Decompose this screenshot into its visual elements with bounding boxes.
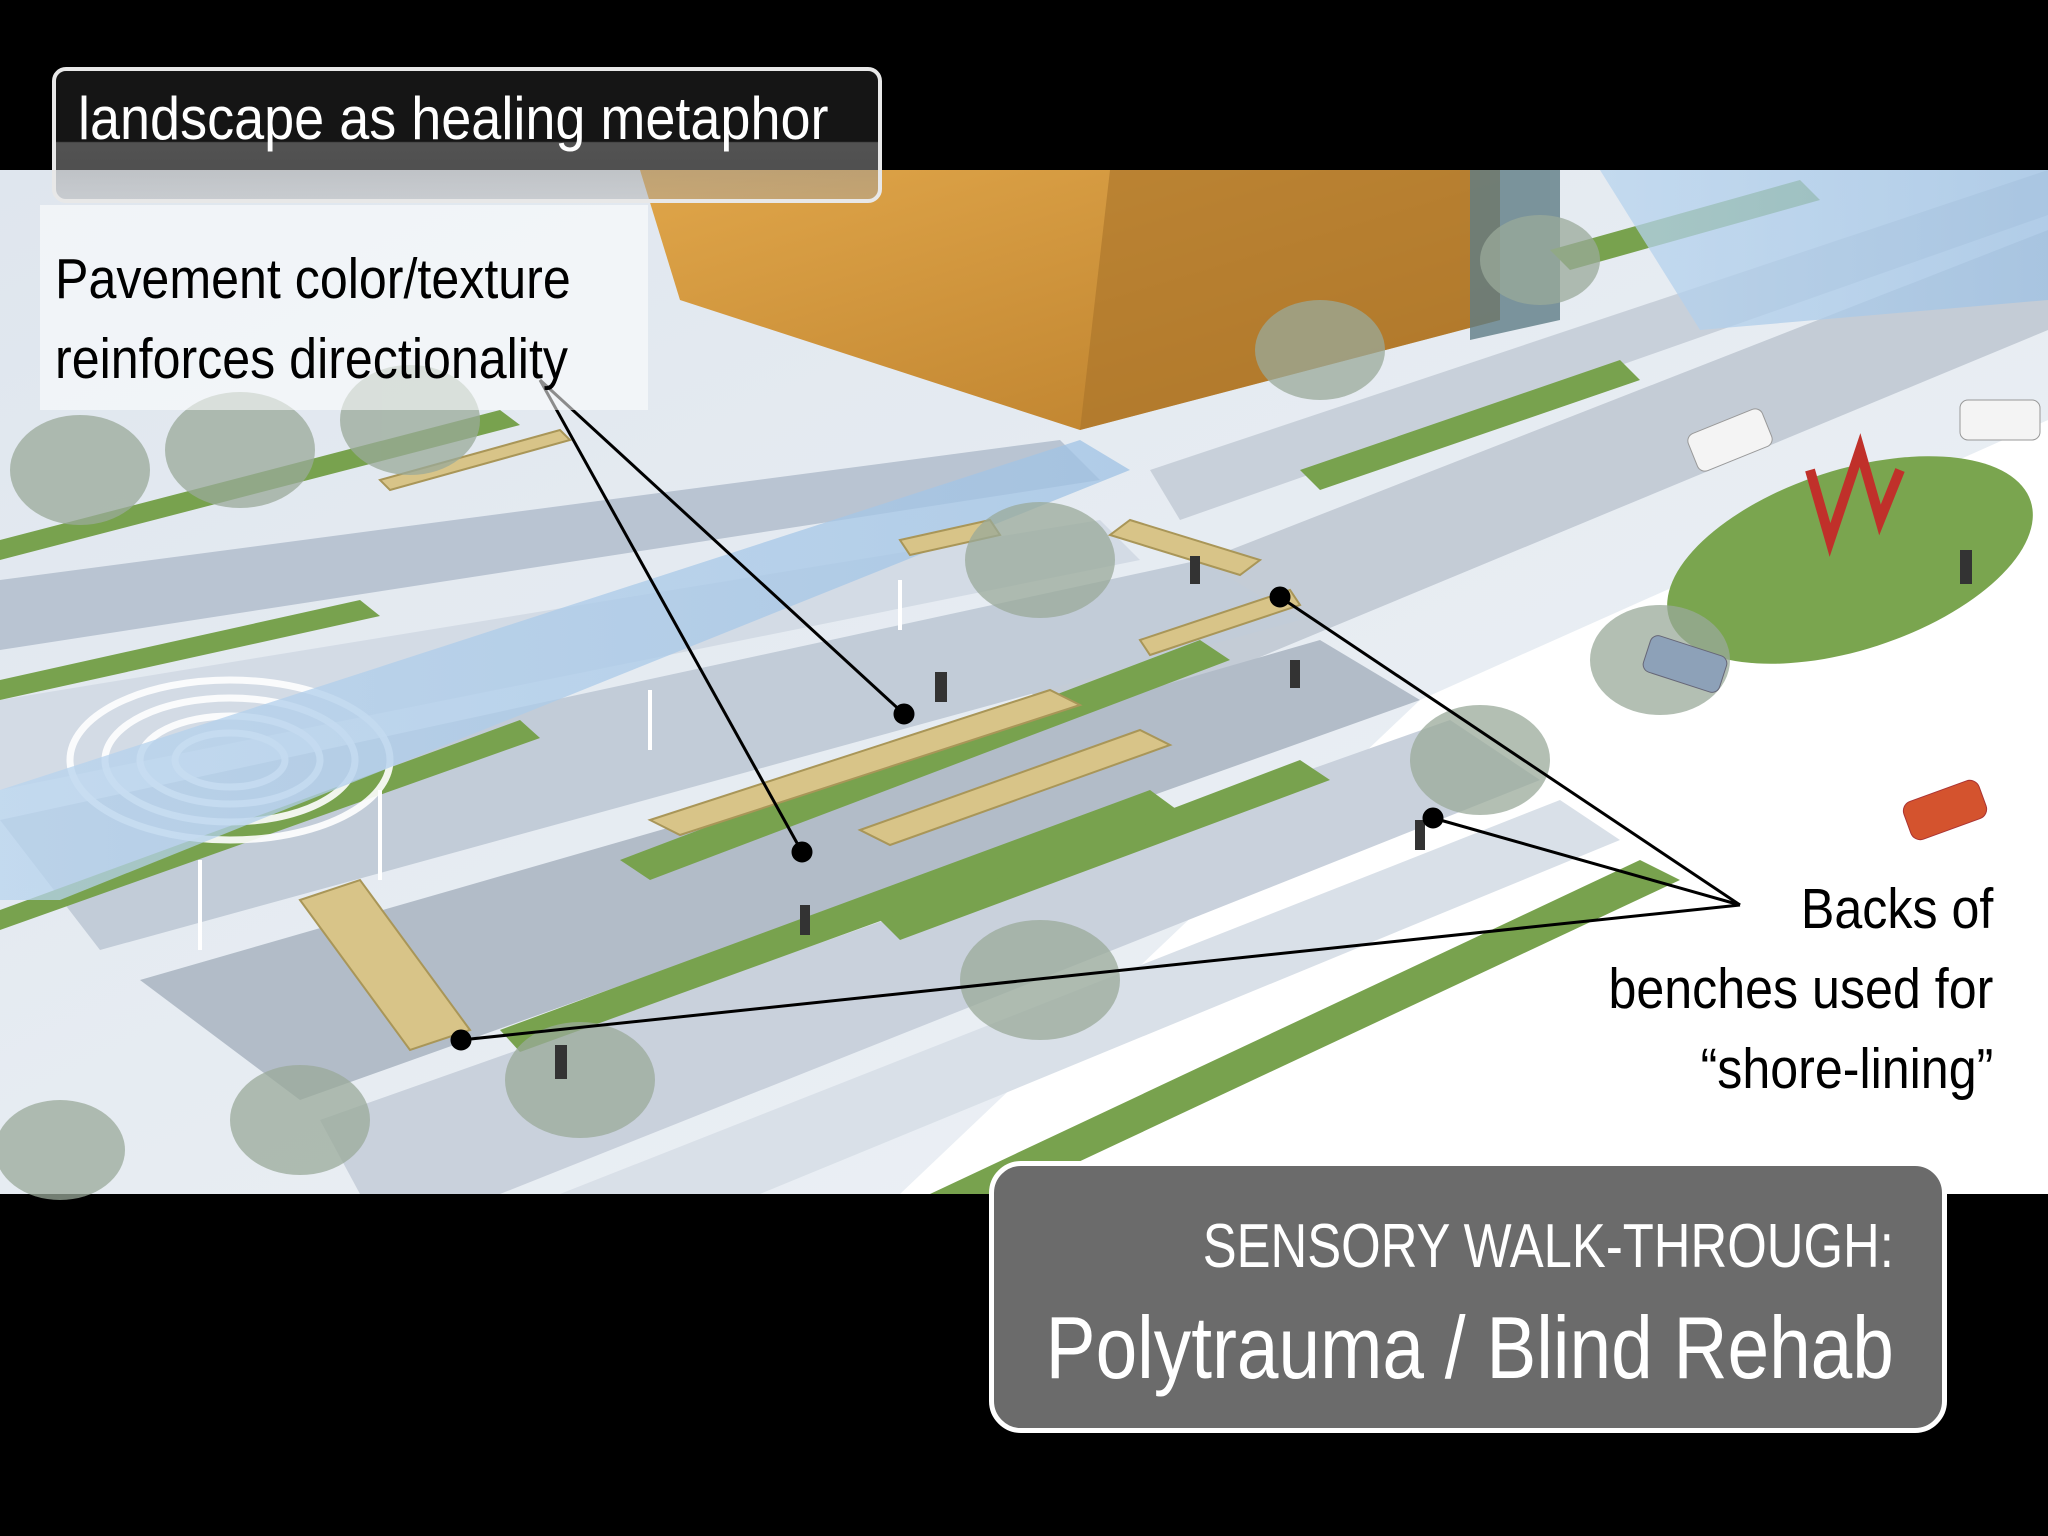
grass-strips <box>0 180 1820 1194</box>
callout-line: Backs of <box>1800 877 1993 941</box>
glass-canopy <box>0 440 1130 900</box>
pavement-callout: Pavement color/texture reinforces direct… <box>55 240 571 400</box>
callout-leaders <box>450 378 1741 1051</box>
callout-line: Pavement color/texture <box>55 247 571 311</box>
benches-callout: Backs of benches used for “shore-lining” <box>1608 870 1993 1109</box>
sculpture-lawn <box>1667 456 2033 664</box>
footer-headline: Polytrauma / Blind Rehab <box>1045 1298 1894 1397</box>
sculpture <box>1805 433 1905 557</box>
callout-line: “shore-lining” <box>1700 1036 1993 1101</box>
people <box>555 550 1972 1079</box>
canopy-columns <box>198 580 902 950</box>
callout-line: benches used for <box>1608 956 1993 1021</box>
vehicles <box>1642 399 2041 841</box>
callout-backdrop <box>40 205 648 410</box>
footer-kicker: SENSORY WALK-THROUGH: <box>1202 1212 1894 1281</box>
bench-planters <box>298 428 1302 1052</box>
slide-title-box: landscape as healing metaphor <box>52 67 882 203</box>
slide-title: landscape as healing metaphor <box>78 85 829 152</box>
glass-canopy-upper <box>1600 170 2048 330</box>
footer-caption-box: SENSORY WALK-THROUGH: Polytrauma / Blind… <box>989 1161 1947 1433</box>
trees <box>0 215 1730 1200</box>
callout-line: reinforces directionality <box>55 326 568 391</box>
